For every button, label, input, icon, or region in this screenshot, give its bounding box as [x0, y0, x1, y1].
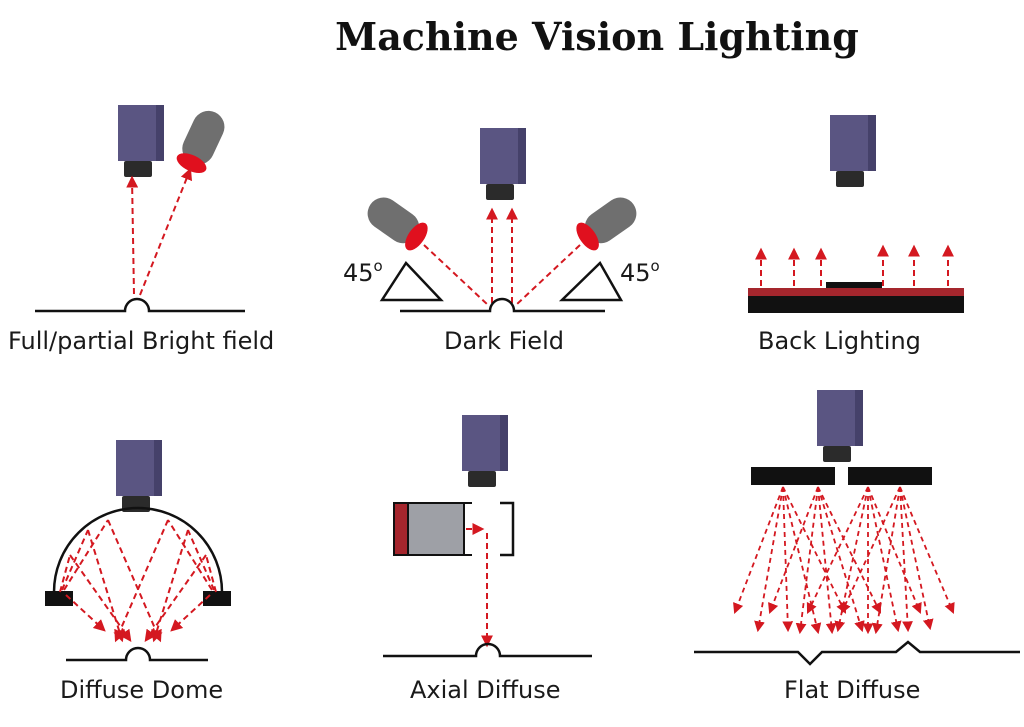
beam-splitter-bracket — [500, 501, 515, 557]
panel-flat-diffuse — [694, 390, 1020, 666]
label-diffuse-dome: Diffuse Dome — [60, 676, 224, 704]
dome-rays — [59, 519, 217, 643]
spotlight-right-icon — [576, 197, 637, 251]
camera-icon — [118, 105, 164, 177]
surface-line — [35, 297, 245, 313]
panel-axial-diffuse — [383, 415, 592, 658]
diffuse-panel-left — [751, 467, 835, 485]
panel-bright-field — [35, 105, 245, 313]
diffuse-panel-right — [848, 467, 932, 485]
dome-light-right — [203, 591, 231, 606]
panel-back-lighting — [748, 115, 964, 313]
surface-line — [400, 297, 605, 313]
spotlight-icon — [176, 110, 225, 174]
backlight-panel — [748, 288, 964, 296]
diffuse-rays — [733, 486, 955, 635]
surface-line — [383, 642, 592, 658]
incident-ray — [139, 167, 193, 296]
label-back-lighting: Back Lighting — [758, 327, 921, 355]
angle-triangle-right — [558, 260, 624, 302]
angle-label-left: 45o — [343, 257, 383, 287]
camera-icon — [830, 115, 876, 187]
surface-line — [694, 640, 1020, 666]
incident-ray — [423, 244, 489, 306]
label-flat-diffuse: Flat Diffuse — [784, 676, 921, 704]
page-title: Machine Vision Lighting — [335, 14, 859, 59]
spotlight-left-icon — [367, 197, 428, 251]
camera-icon — [462, 415, 508, 487]
camera-icon — [817, 390, 863, 462]
dome-light-left — [45, 591, 73, 606]
axial-rays — [466, 523, 493, 648]
label-bright-field: Full/partial Bright field — [8, 327, 275, 355]
backlight-rays — [755, 244, 954, 286]
label-axial-diffuse: Axial Diffuse — [410, 676, 561, 704]
camera-icon — [480, 128, 526, 200]
base-plate — [748, 296, 964, 313]
camera-icon — [116, 440, 162, 512]
splitter-edge-left — [464, 502, 472, 556]
angle-label-right: 45o — [620, 257, 660, 287]
angle-triangle-left — [379, 260, 444, 302]
surface-line — [66, 646, 208, 662]
dome-shell — [52, 506, 224, 593]
object-silhouette — [826, 282, 882, 288]
incident-ray — [515, 244, 581, 306]
panel-dark-field: 45o 45o — [343, 128, 660, 313]
panel-diffuse-dome — [45, 440, 231, 662]
light-emitter — [393, 502, 409, 556]
label-dark-field: Dark Field — [444, 327, 564, 355]
reflected-ray — [126, 175, 139, 296]
